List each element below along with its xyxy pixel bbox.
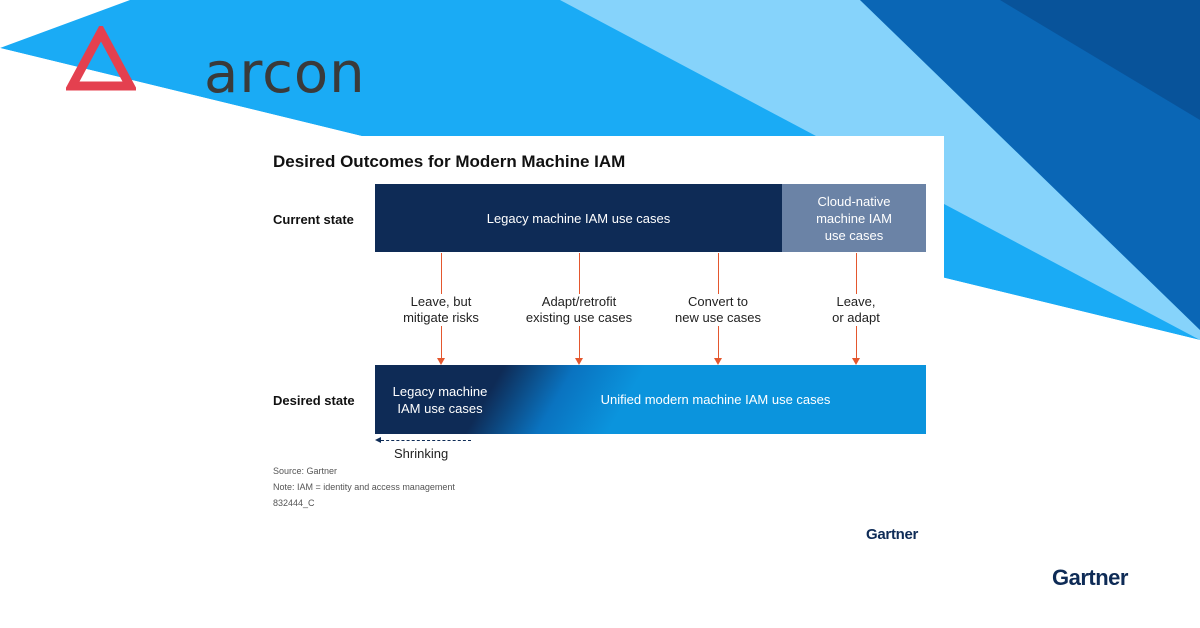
transition-line: mitigate risks: [403, 310, 479, 325]
transition-line: or adapt: [832, 310, 880, 325]
bg-white-left: [0, 0, 130, 48]
gartner-logo-small: Gartner: [866, 526, 919, 543]
transition-line: existing use cases: [525, 310, 633, 325]
cloud-native-box: Cloud-native machine IAM use cases: [782, 184, 926, 252]
desired-state-label: Desired state: [273, 393, 355, 408]
legacy-desired-text: Legacy machine IAM use cases: [392, 383, 488, 416]
transition-line: Leave, but: [410, 294, 472, 309]
desired-state-bar: [375, 365, 926, 434]
transition-label: Leave, but mitigate risks: [371, 294, 511, 326]
arcon-logo: arcon: [64, 22, 365, 102]
logo-wordmark: arcon: [204, 41, 366, 106]
arrow-head-icon: [437, 358, 445, 365]
bg-band-deep: [1000, 0, 1200, 120]
arrow-head-icon: [575, 358, 583, 365]
diagram-card: Desired Outcomes for Modern Machine IAM …: [244, 136, 944, 516]
diagram-title: Desired Outcomes for Modern Machine IAM: [273, 152, 626, 171]
gartner-logo-large: Gartner: [1052, 565, 1128, 590]
transition-label: Leave, or adapt: [786, 294, 926, 326]
transition-line: Convert to: [688, 294, 748, 309]
transition-line: Leave,: [836, 294, 876, 309]
iam-note: Note: IAM = identity and access manageme…: [273, 482, 455, 492]
legacy-desired-box: Legacy machine IAM use cases: [375, 365, 505, 434]
transition-line: new use cases: [675, 310, 761, 325]
transition-label: Convert to new use cases: [648, 294, 788, 326]
legacy-current-box: Legacy machine IAM use cases: [375, 184, 782, 252]
bg-band-dark: [860, 0, 1200, 330]
legacy-current-text: Legacy machine IAM use cases: [486, 210, 671, 226]
figure-id: 832444_C: [273, 498, 315, 508]
arcon-triangle-icon: [64, 22, 138, 91]
transition-label: Adapt/retrofit existing use cases: [509, 294, 649, 326]
source-note: Source: Gartner: [273, 466, 338, 476]
shrinking-label: Shrinking: [394, 446, 449, 461]
cloud-native-text: Cloud-native machine IAM use cases: [816, 193, 892, 243]
unified-text: Unified modern machine IAM use cases: [600, 392, 831, 407]
arrow-head-icon: [714, 358, 722, 365]
unified-box: Unified modern machine IAM use cases: [505, 365, 926, 434]
shrinking-arrow-icon: [375, 437, 381, 443]
shrinking-line: [381, 440, 471, 441]
transition-line: Adapt/retrofit: [541, 294, 617, 309]
current-state-label: Current state: [273, 212, 354, 227]
arrow-head-icon: [852, 358, 860, 365]
